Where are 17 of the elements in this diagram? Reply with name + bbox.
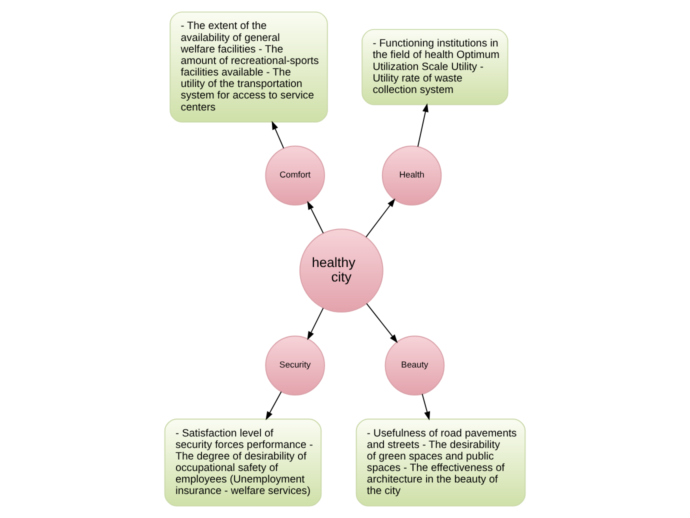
node-circle: Security [265,336,325,396]
node-box: - Functioning institutions in the field of health Optimum Utilization Scale Utility - Utility rate of waste collection system [362,28,508,106]
node-box: - Satisfaction level of security forces performance - The degree of desirability of occupational safety of employees (Unemployment insurance - welfare services) [164,418,322,506]
arrow [417,103,428,148]
node-box: - Usefulness of road pavements and streets - The desirability of green spaces and public spaces - The effectiveness of architecture in the beauty of the city [356,418,526,506]
node-circle: healthy city [299,228,384,313]
arrow [307,308,324,340]
node-circle: Comfort [265,146,325,206]
node-circle: Beauty [384,336,445,396]
node-box: - The extent of the availability of general welfare facilities - The amount of recreational-sports facilities available - The utility of the transportation system for access to service centers [170,12,328,122]
arrow [366,303,398,344]
arrow [422,394,430,420]
arrow [272,120,284,149]
arrow [266,391,282,420]
arrow [366,198,396,238]
node-circle: Health [382,146,442,206]
arrow [307,200,324,234]
